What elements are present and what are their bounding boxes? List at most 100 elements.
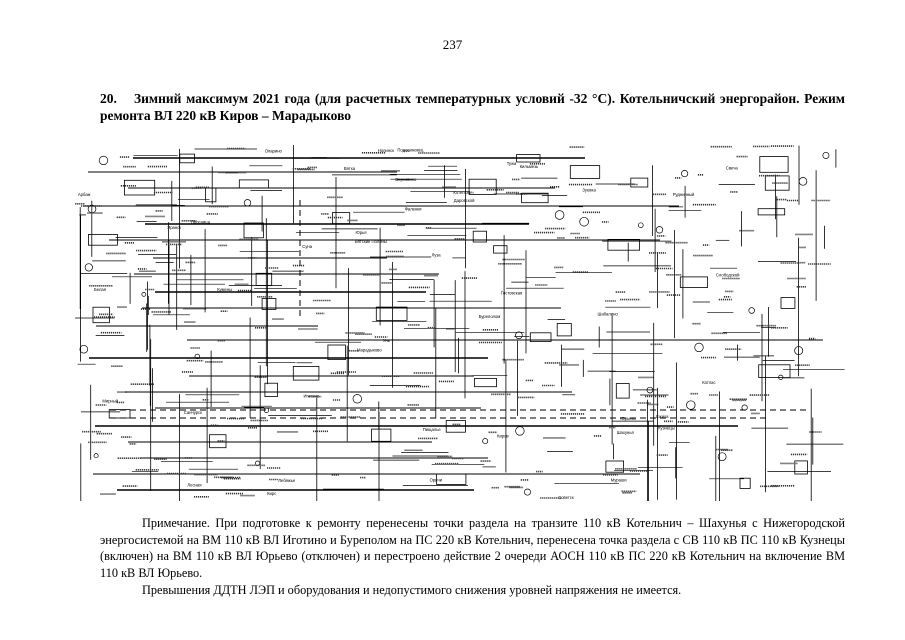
substation-name-label: Зуевка [582, 188, 596, 193]
substation-name-label: Санчурск [184, 410, 202, 415]
substation-name-label: Оричи [430, 478, 443, 483]
substation-box [757, 208, 786, 216]
substation-box [87, 234, 118, 246]
substation-name-label: Свеча [726, 166, 739, 171]
substation-box [375, 306, 408, 321]
substation-name-label: Мураши [611, 478, 628, 483]
substation-name-label: Подосиновец [397, 148, 424, 153]
transformer-symbol [717, 452, 727, 462]
transformer-symbol [352, 394, 362, 404]
substation-name-label: Арбаж [78, 192, 91, 197]
substation-name-label: Котлас [702, 380, 715, 385]
substation-box [124, 179, 156, 196]
substation-box [472, 230, 487, 243]
transformer-symbol [141, 292, 147, 297]
substation-name-label: Кумены [217, 287, 232, 292]
substation-name-label: Шабалино [598, 312, 619, 317]
substation-box [261, 298, 277, 310]
substation-box [758, 364, 791, 379]
substation-name-label: Кирс [267, 491, 276, 496]
substation-box [436, 473, 467, 485]
substation-name-label: Уни [383, 338, 391, 343]
substation-box [780, 297, 796, 309]
substation-name-label: Лебяжье [278, 478, 296, 483]
substation-box [238, 179, 269, 189]
substation-box [468, 178, 497, 195]
section-heading: 20.Зимний максимум 2021 года (для расчет… [100, 90, 845, 124]
substation-name-label: Яранск [167, 225, 181, 230]
substation-box [108, 409, 131, 419]
transformer-symbol [778, 374, 784, 380]
substation-name-label: Шахунья [617, 430, 634, 435]
substation-box [607, 239, 641, 251]
substation-name-label: Марадыково [357, 347, 382, 352]
transformer-symbol [515, 426, 525, 436]
substation-name-label: Киров [497, 434, 509, 439]
substation-box [474, 377, 497, 388]
substation-name-label: Нолинск [378, 148, 394, 153]
transformer-symbol [194, 353, 200, 360]
substation-box [556, 323, 572, 337]
substation-box [516, 154, 541, 163]
substation-box [327, 344, 346, 361]
substation-name-label: Пищалье [423, 427, 442, 432]
transformer-symbol [524, 488, 531, 496]
transformer-symbol [748, 307, 755, 314]
transformer-symbol [798, 177, 808, 186]
substation-box [521, 192, 549, 204]
note-block: Примечание. При подготовке к ремонту пер… [100, 515, 845, 599]
substation-name-label: Вятка [344, 166, 356, 171]
substation-name-label: Буреполом [479, 314, 501, 319]
transformer-symbol [794, 346, 804, 356]
substation-box [630, 177, 649, 188]
substation-box [794, 460, 808, 475]
substation-box [615, 383, 630, 399]
substation-name-label: Вятские Поляны [355, 239, 387, 244]
note-paragraph-2: Превышения ДДТН ЛЭП и оборудования и нед… [142, 583, 682, 597]
substation-name-label: Лесная [187, 483, 201, 488]
substation-box [205, 187, 217, 203]
transformer-symbol [741, 404, 748, 411]
substation-box [529, 332, 552, 343]
transformer-symbol [579, 216, 589, 227]
substation-name-label: Иготино [304, 394, 320, 399]
transformer-symbol [646, 386, 654, 394]
substation-name-label: Слободской [716, 272, 740, 277]
transformer-symbol [84, 263, 93, 272]
page-number: 237 [442, 37, 463, 52]
substation-name-label: Мирный [102, 399, 118, 404]
substation-name-label: Луза [432, 252, 442, 257]
note-paragraph-1: Примечание. При подготовке к ремонту пер… [100, 516, 845, 580]
substation-name-label: Гостовская [501, 290, 522, 295]
substation-name-label: Даровской [454, 198, 475, 203]
section-title: Зимний максимум 2021 года (для расчетных… [100, 91, 845, 123]
substation-box [445, 420, 466, 433]
substation-name-label: Кузнецы [658, 425, 675, 430]
substation-box [255, 272, 273, 286]
substation-name-label: Суна [302, 244, 312, 249]
transformer-symbol [655, 226, 664, 234]
substation-box [209, 434, 227, 449]
section-number: 20. [100, 91, 117, 106]
transformer-symbol [243, 199, 252, 207]
substation-box [179, 153, 195, 164]
substation-name-label: Верховино [395, 177, 417, 182]
substation-name-label: Ежиха [656, 414, 669, 419]
transformer-symbol [681, 170, 689, 178]
substation-box [679, 276, 708, 288]
transformer-symbol [638, 222, 644, 228]
substation-box [371, 428, 392, 442]
transformer-symbol [515, 331, 523, 340]
substation-name-label: Рудничный [673, 192, 695, 197]
substation-box [605, 460, 625, 473]
transformer-symbol [93, 453, 99, 459]
substation-box [292, 365, 320, 381]
transformer-symbol [686, 400, 696, 410]
substation-name-label: Опарино [265, 149, 283, 154]
substation-name-label: Котельнич [453, 190, 473, 195]
transformer-symbol [79, 344, 89, 354]
substation-box [569, 165, 601, 179]
substation-name-label: Фаленки [405, 207, 422, 212]
